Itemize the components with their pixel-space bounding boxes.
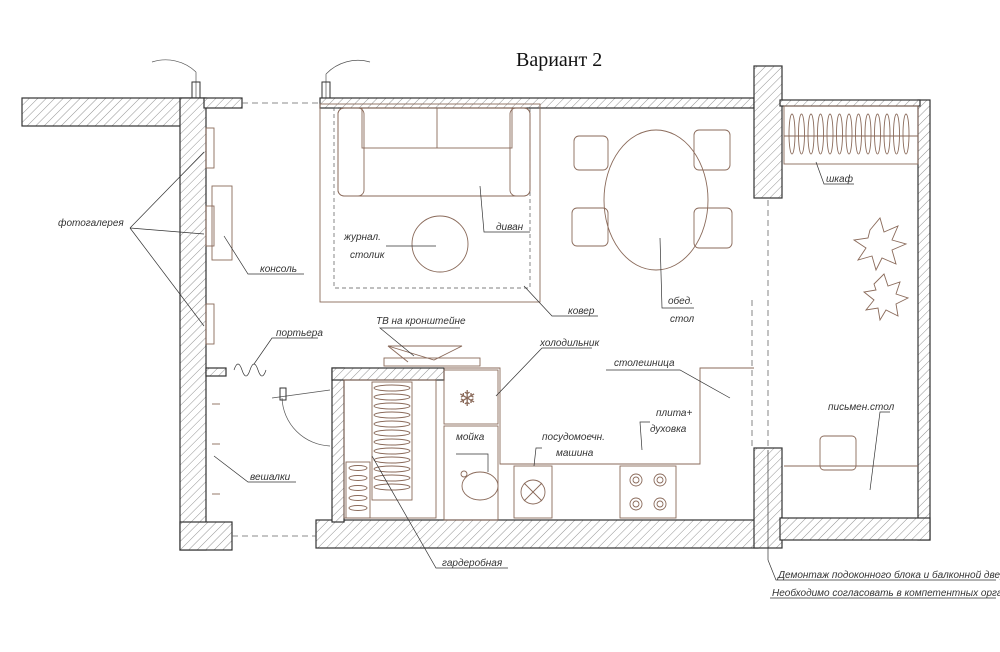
hanging-garment	[855, 113, 862, 155]
hanging-garment	[826, 113, 834, 155]
wardrobe-room-shelves	[343, 379, 437, 519]
hanging-garment	[373, 438, 411, 446]
stove	[619, 465, 677, 519]
label-dining-table-1: обед.	[668, 295, 693, 307]
tv-bracket	[383, 345, 481, 367]
hanging-garment	[817, 113, 824, 155]
hanging-garment	[788, 113, 796, 155]
dishwasher	[513, 465, 553, 519]
countertop	[444, 367, 754, 465]
console	[211, 185, 233, 261]
label-coffee-table-2: столик	[350, 250, 386, 261]
hanging-garment	[807, 113, 815, 155]
walls	[21, 65, 931, 551]
label-tv: ТВ на кронштейне	[376, 316, 466, 327]
hanging-garment	[373, 474, 411, 482]
label-dishwasher-1: посудомоечн.	[542, 432, 605, 443]
portiere-curtain	[233, 363, 267, 377]
wardrobe-room-door	[271, 389, 331, 447]
carpet	[319, 103, 541, 303]
label-console: консоль	[260, 264, 297, 275]
hanging-garment	[902, 113, 910, 155]
hanging-garment	[373, 384, 411, 392]
coffee-table	[411, 215, 469, 273]
label-dishwasher-2: машина	[556, 448, 594, 459]
hanging-garment	[373, 465, 411, 473]
hangers	[212, 403, 220, 495]
label-fridge: холодильник	[539, 338, 600, 349]
label-stove-1: плита+	[656, 408, 692, 419]
label-wardrobe: шкаф	[826, 173, 854, 185]
hanging-garment	[373, 483, 411, 491]
hanging-garment	[373, 429, 411, 437]
label-carpet: ковер	[568, 306, 595, 317]
label-dining-table-2: стол	[670, 314, 695, 325]
hanging-garment	[373, 420, 411, 428]
hanging-garment	[348, 485, 368, 491]
plants	[852, 217, 910, 322]
hanging-garment	[348, 495, 368, 501]
note-line-2: Необходимо согласовать в компетентных ор…	[772, 587, 1000, 599]
label-desk: письмен.стол	[828, 402, 895, 413]
label-portiere: портьера	[276, 328, 323, 339]
hanging-garment	[836, 113, 843, 155]
hanging-garment	[373, 411, 411, 419]
dining-table	[603, 129, 709, 271]
hanging-garment	[348, 505, 368, 511]
hanging-garment	[348, 475, 368, 481]
sofa	[337, 107, 531, 197]
hanging-garment	[373, 402, 411, 410]
label-countertop: столешница	[614, 358, 675, 369]
snowflake-icon: ❄	[458, 387, 476, 412]
label-photo-gallery: фотогалерея	[58, 217, 124, 229]
wardrobe-cabinet	[783, 105, 919, 165]
desk	[784, 435, 918, 471]
hanging-garment	[798, 113, 805, 155]
label-sofa: диван	[496, 222, 524, 233]
hanging-garment	[373, 447, 411, 455]
label-wardrobe-room: гардеробная	[442, 557, 503, 569]
note-line-1: Демонтаж подоконного блока и балконной д…	[777, 569, 1000, 581]
sink	[443, 425, 499, 521]
hanging-garment	[864, 113, 872, 155]
hanging-garment	[373, 393, 411, 401]
labels: фотогалерея консоль портьера вешалки гар…	[58, 173, 1000, 599]
label-coffee-table-1: журнал.	[343, 232, 381, 243]
hanging-garment	[373, 456, 411, 464]
hanging-garment	[893, 113, 900, 155]
fridge	[443, 369, 499, 425]
hanging-garment	[874, 113, 881, 155]
hanging-garment	[883, 113, 891, 155]
label-hangers: вешалки	[250, 472, 291, 483]
door-openings	[151, 59, 769, 537]
hanging-garment	[845, 113, 853, 155]
photo-gallery-frames	[205, 127, 215, 345]
leader-lines	[129, 151, 996, 599]
label-stove-2: духовка	[650, 424, 687, 435]
plan-title: Вариант 2	[516, 49, 602, 71]
label-sink: мойка	[456, 432, 485, 443]
hanging-garment	[348, 465, 368, 471]
dining-chairs	[571, 129, 733, 249]
